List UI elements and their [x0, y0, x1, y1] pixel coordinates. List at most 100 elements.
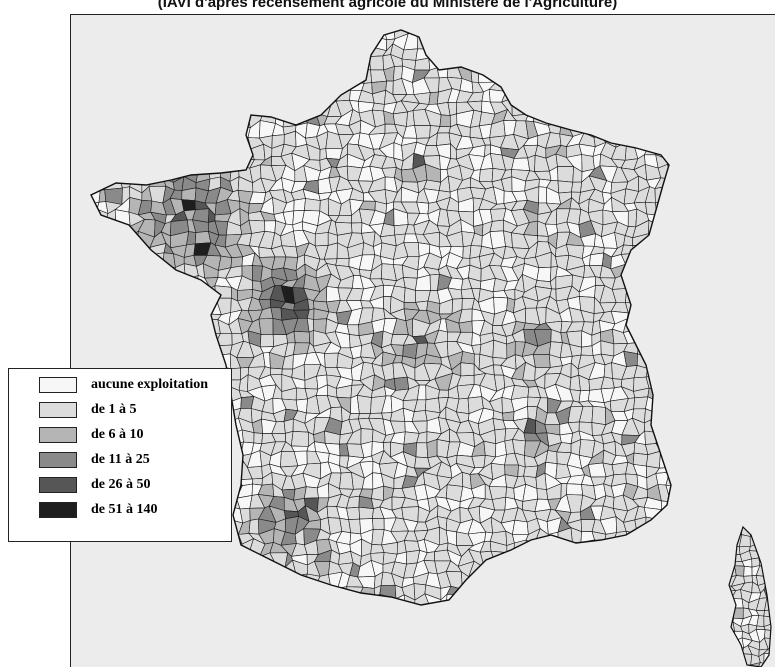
- commune-cell: [249, 605, 265, 621]
- commune-cell: [660, 367, 670, 377]
- commune-cell: [678, 234, 693, 246]
- commune-cell: [149, 148, 164, 157]
- commune-cell: [352, 35, 364, 51]
- commune-cell: [414, 606, 429, 619]
- commune-cell: [627, 54, 640, 67]
- commune-cell: [95, 89, 112, 106]
- commune-cell: [228, 587, 243, 597]
- commune-cell: [291, 585, 307, 599]
- commune-cell: [623, 45, 640, 56]
- commune-cell: [226, 134, 243, 147]
- commune-cell: [667, 607, 682, 623]
- commune-cell: [647, 310, 660, 325]
- commune-cell: [87, 617, 100, 633]
- commune-cell: [105, 25, 118, 39]
- commune-cell: [150, 23, 164, 40]
- commune-cell: [659, 33, 672, 48]
- commune-cell: [573, 22, 585, 39]
- commune-cell: [535, 67, 550, 82]
- commune-cell: [338, 620, 353, 632]
- commune-cell: [127, 297, 143, 315]
- commune-cell: [151, 276, 165, 289]
- commune-cell: [667, 33, 682, 48]
- commune-cell: [635, 517, 646, 534]
- commune-cell: [284, 597, 294, 607]
- commune-cell: [666, 529, 683, 540]
- commune-cell: [567, 110, 581, 127]
- commune-cell: [546, 451, 558, 464]
- commune-cell: [600, 77, 615, 89]
- commune-cell: [106, 220, 116, 232]
- commune-cell: [759, 550, 767, 559]
- commune-cell: [682, 179, 690, 191]
- commune-cell: [348, 50, 364, 59]
- commune-cell: [230, 99, 238, 115]
- commune-cell: [359, 595, 375, 610]
- commune-cell: [659, 103, 672, 115]
- commune-cell: [766, 566, 772, 577]
- commune-cell: [97, 354, 107, 367]
- commune-cell: [84, 259, 94, 271]
- commune-cell: [534, 24, 549, 35]
- commune-cell: [654, 562, 666, 579]
- commune-cell: [237, 32, 254, 50]
- commune-cell: [677, 330, 688, 347]
- commune-cell: [592, 406, 606, 425]
- commune-cell: [599, 615, 616, 631]
- commune-cell: [160, 132, 177, 148]
- commune-cell: [174, 334, 184, 348]
- commune-cell: [621, 33, 639, 49]
- commune-cell: [83, 166, 100, 178]
- commune-cell: [447, 618, 462, 629]
- commune-cell: [172, 22, 186, 37]
- commune-cell: [669, 232, 684, 244]
- commune-cell: [116, 224, 131, 235]
- commune-cell: [181, 87, 198, 105]
- commune-cell: [677, 429, 694, 447]
- commune-cell: [209, 32, 219, 45]
- commune-cell: [139, 149, 155, 161]
- commune-cell: [259, 88, 270, 102]
- commune-cell: [572, 566, 583, 578]
- commune-cell: [110, 586, 120, 596]
- commune-cell: [655, 540, 669, 555]
- commune-cell: [274, 585, 286, 597]
- commune-cell: [469, 577, 486, 588]
- commune-cell: [560, 110, 567, 123]
- commune-cell: [545, 551, 561, 568]
- commune-cell: [84, 123, 100, 135]
- commune-cell: [338, 22, 353, 37]
- commune-cell: [283, 23, 298, 37]
- commune-cell: [238, 71, 252, 79]
- commune-cell: [621, 99, 638, 115]
- commune-cell: [490, 585, 508, 596]
- commune-cell: [153, 342, 166, 358]
- commune-cell: [128, 149, 143, 161]
- commune-cell: [305, 67, 317, 79]
- commune-cell: [637, 275, 648, 288]
- commune-cell: [131, 562, 143, 576]
- legend-swatch: [39, 452, 77, 468]
- commune-cell: [183, 545, 198, 552]
- commune-cell: [613, 45, 627, 61]
- commune-cell: [98, 616, 112, 631]
- commune-cell: [615, 99, 626, 115]
- commune-cell: [247, 561, 265, 578]
- commune-cell: [218, 121, 232, 134]
- commune-cell: [539, 187, 547, 203]
- commune-cell: [160, 617, 176, 633]
- commune-cell: [84, 88, 94, 106]
- choropleth-map: [71, 15, 775, 667]
- commune-cell: [599, 100, 615, 116]
- commune-cell: [668, 519, 683, 530]
- commune-cell: [515, 598, 530, 609]
- commune-cell: [584, 595, 591, 609]
- commune-cell: [682, 341, 693, 355]
- commune-cell: [97, 144, 111, 156]
- legend-label: de 11 à 25: [91, 450, 150, 470]
- commune-cell: [515, 604, 530, 619]
- commune-cell: [514, 36, 526, 46]
- commune-cell: [733, 663, 742, 667]
- commune-cell: [605, 67, 618, 81]
- commune-cell: [264, 39, 277, 50]
